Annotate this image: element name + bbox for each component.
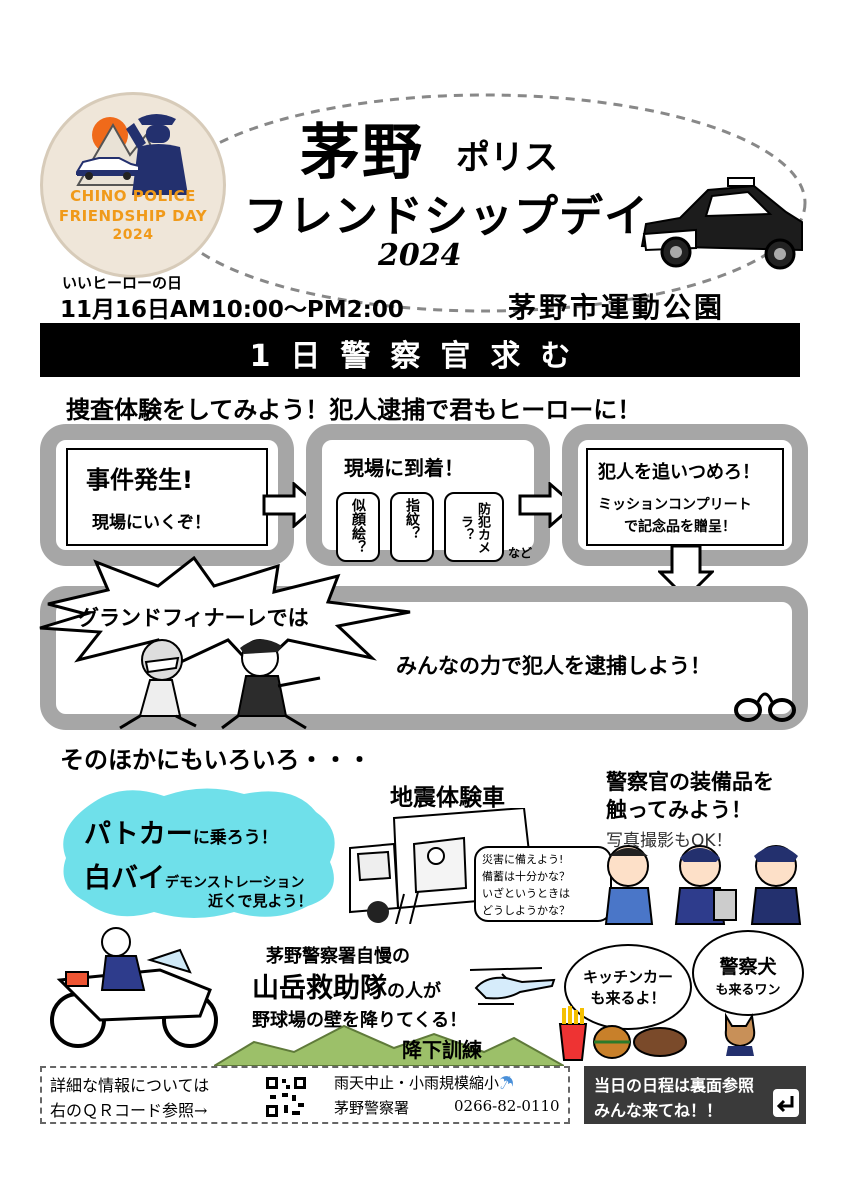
handcuffs-icon <box>734 692 796 722</box>
patrol-line1: パトカーに乗ろう！ <box>84 812 278 851</box>
qr-code-icon[interactable] <box>264 1075 308 1119</box>
footer-schedule-line2: みんな来てね！！ <box>594 1101 723 1120</box>
turn-page-arrow-icon[interactable] <box>772 1088 800 1118</box>
rescue-line3: 野球場の壁を降りてくる！ <box>252 1010 468 1031</box>
police-dog-icon <box>724 1012 756 1056</box>
step3-title: 犯人を追いつめろ！ <box>598 462 760 483</box>
headline: 捜査体験をしてみよう！犯人逮捕で君もヒーローに！ <box>66 396 642 424</box>
logo-line1: CHINO POLICE <box>70 187 196 205</box>
arrow-down-icon <box>658 544 714 600</box>
step3-panel: 犯人を追いつめろ！ ミッションコンプリート で記念品を贈呈！ <box>586 448 784 546</box>
event-datetime: 11月16日AM10:00〜PM2:00 <box>60 297 404 323</box>
recruit-banner: 1日警察官求む <box>40 323 800 377</box>
step3-body-2: で記念品を贈呈！ <box>624 519 736 535</box>
footer-rain-text: 雨天中止・小雨規模縮小 <box>334 1074 500 1092</box>
rescue-team-suffix: の人が <box>387 981 441 1002</box>
patrol-line3: 近くで見よう！ <box>208 892 313 910</box>
step2-header: 現場に到着！ <box>330 448 526 488</box>
step1-frame: 事件発生! 現場にいくぞ！ <box>40 424 294 566</box>
explosion-burst <box>39 556 411 673</box>
banner-text: 1日警察官求む <box>249 339 591 374</box>
step1-title: 事件発生! <box>86 466 193 494</box>
footer-schedule-box: 当日の日程は裏面参照 みんな来てね！！ <box>584 1066 806 1124</box>
step2-item-camera-text: 防犯カメラ？ <box>458 502 490 554</box>
helicopter-icon <box>469 967 556 1005</box>
step2-item-sketch-text: 似顔絵？ <box>350 498 366 554</box>
title-friendship-day: フレンドシップデイ <box>244 191 649 242</box>
step2-etc: など <box>508 546 533 560</box>
equipment-line2: 触ってみよう！ <box>606 798 752 822</box>
step2-item-fingerprint: 指紋？ <box>390 492 434 562</box>
title-year: 2024 <box>378 238 462 273</box>
patrol-car-label: パトカー <box>84 819 193 850</box>
equipment-line1: 警察官の装備品を <box>606 770 774 794</box>
kitchen-line1: キッチンカー <box>582 968 673 986</box>
dog-bubble: 警察犬 も来るワン <box>692 930 804 1016</box>
footer-info-line2: 右のＱＲコード参照→ <box>50 1101 208 1120</box>
dog-line2: も来るワン <box>715 983 781 998</box>
logo-year: 2024 <box>112 227 154 243</box>
step2-title: 現場に到着！ <box>344 456 464 480</box>
footer-schedule-line1: 当日の日程は裏面参照 <box>594 1076 755 1095</box>
footer-station: 茅野警察署 <box>334 1099 410 1117</box>
step1-panel: 事件発生! 現場にいくぞ！ <box>66 448 268 546</box>
event-logo: CHINO POLICE FRIENDSHIP DAY 2024 <box>40 92 226 278</box>
rescue-line1: 茅野警察署自慢の <box>266 946 410 967</box>
dog-line1: 警察犬 <box>719 956 777 978</box>
step2-item-camera: 防犯カメラ？ <box>444 492 504 562</box>
quake-speech-bubble: 災害に備えよう! 備蓄は十分かな？ いざというときは どうしようかな？ <box>474 846 612 922</box>
dashed-oval <box>163 93 807 313</box>
patrol-car-icon <box>76 157 140 180</box>
footer-phone: 0266-82-0110 <box>454 1097 560 1115</box>
footer-info-box: 詳細な情報については 右のＱＲコード参照→ 雨天中止・小雨規模縮小☂ 茅野警察署… <box>40 1066 570 1124</box>
patrol-bubble-shape <box>63 788 335 918</box>
demo-label: デモンストレーション <box>165 875 305 891</box>
quake-speech-2: 備蓄は十分かな？ <box>482 870 570 883</box>
event-venue: 茅野市運動公園 <box>508 291 726 324</box>
footer-rain: 雨天中止・小雨規模縮小☂ <box>334 1072 514 1093</box>
step3-body-1: ミッションコンプリート <box>598 497 752 513</box>
footer-info-line1: 詳細な情報については <box>50 1076 210 1095</box>
patrol-line2: 白バイデモンストレーション <box>84 856 304 895</box>
rescue-team-label: 山岳救助隊 <box>252 973 387 1004</box>
finale-text: みんなの力で犯人を逮捕しよう！ <box>396 654 711 678</box>
patrol-car-illustration <box>640 177 803 270</box>
police-officers-illustration <box>604 845 802 925</box>
chase-illustration <box>119 639 321 730</box>
patrol-ride-label: に乗ろう！ <box>192 828 278 848</box>
kitchen-bubble: キッチンカー も来るよ！ <box>564 944 692 1030</box>
quake-speech-4: どうしようかな？ <box>482 904 570 917</box>
others-heading: そのほかにもいろいろ・・・ <box>60 746 372 774</box>
quake-speech-3: いざというときは <box>482 887 570 900</box>
quake-title: 地震体験車 <box>390 785 505 811</box>
white-bike-label: 白バイ <box>84 863 165 894</box>
step2-frame: 現場に到着！ 似顔絵？ 指紋？ 防犯カメラ？ など <box>306 424 550 566</box>
step2-item-sketch: 似顔絵？ <box>336 492 380 562</box>
rescue-line2: 山岳救助隊の人が <box>252 966 441 1005</box>
police-motorcycle-illustration <box>50 927 218 1048</box>
quake-speech-1: 災害に備えよう! <box>482 853 564 866</box>
logo-line2: FRIENDSHIP DAY <box>58 207 208 225</box>
title-chino: 茅野 <box>300 118 424 188</box>
mountain-illustration <box>214 1024 564 1066</box>
title-police: ポリス <box>456 138 558 178</box>
step2-item-fingerprint-text: 指紋？ <box>404 498 420 540</box>
finale-burst-text: グランドフィナーレでは <box>78 606 309 630</box>
event-tagline: いいヒーローの日 <box>62 274 183 292</box>
step1-body: 現場にいくぞ！ <box>92 513 211 533</box>
umbrella-icon: ☂ <box>499 1074 515 1092</box>
food-icon <box>558 1006 687 1061</box>
rescue-label: 降下訓練 <box>402 1038 482 1062</box>
kitchen-line2: も来るよ！ <box>590 989 666 1007</box>
